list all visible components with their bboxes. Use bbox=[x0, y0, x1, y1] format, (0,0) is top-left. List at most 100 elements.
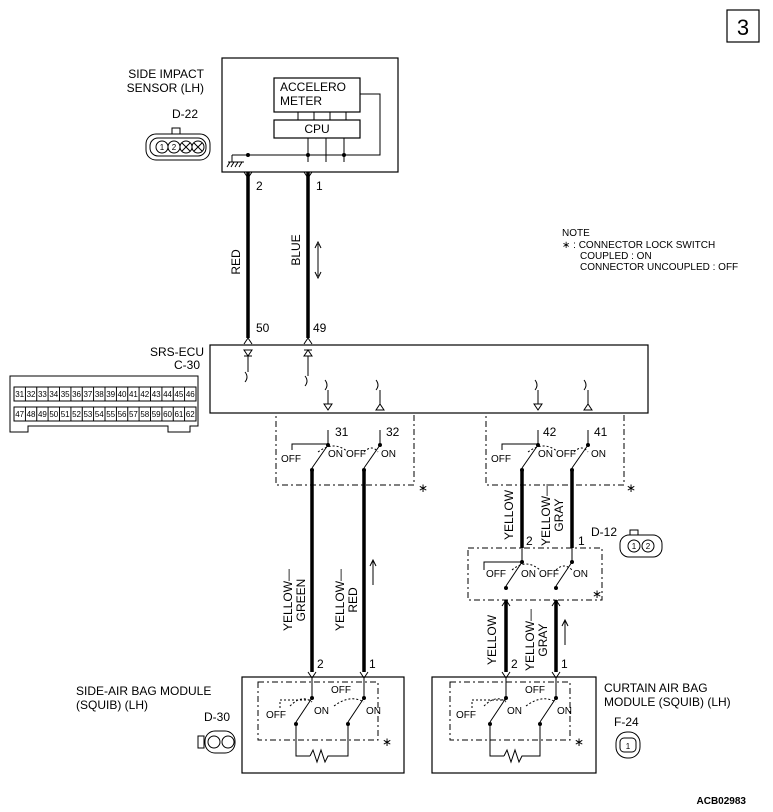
c30-pin-label: 46 bbox=[186, 390, 195, 399]
arrow-up-icon bbox=[561, 618, 569, 645]
svg-text:YELLOW—: YELLOW— bbox=[281, 569, 295, 631]
side-module-title-2: (SQUIB) (LH) bbox=[76, 698, 148, 712]
c30-pin-label: 32 bbox=[27, 390, 36, 399]
ground-icon bbox=[226, 161, 244, 168]
svg-text:2: 2 bbox=[511, 657, 518, 671]
svg-text:OFF: OFF bbox=[346, 449, 366, 460]
side-module-title-1: SIDE-AIR BAG MODULE bbox=[76, 684, 211, 698]
cpu-box bbox=[273, 119, 361, 139]
c30-pin-cell bbox=[184, 406, 197, 422]
c30-pin-label: 50 bbox=[49, 410, 58, 419]
side-module-box bbox=[241, 676, 405, 774]
c30-pin-label: 60 bbox=[163, 410, 172, 419]
squib-resistor-icon bbox=[309, 748, 330, 764]
svg-text:GRAY: GRAY bbox=[552, 498, 566, 531]
accelerometer-label-2: METER bbox=[280, 94, 322, 108]
c30-pin-label: 54 bbox=[95, 410, 104, 419]
svg-text:ON: ON bbox=[521, 569, 536, 580]
svg-text:2: 2 bbox=[526, 534, 533, 548]
svg-text:1: 1 bbox=[632, 542, 637, 551]
c30-pin-label: 56 bbox=[118, 410, 127, 419]
arrow-up-icon bbox=[369, 558, 377, 585]
svg-text:ON: ON bbox=[507, 706, 522, 717]
wire-red-label: RED bbox=[229, 249, 243, 275]
c30-pin-label: 61 bbox=[174, 410, 183, 419]
svg-text:2: 2 bbox=[646, 542, 651, 551]
c30-pin-label: 58 bbox=[140, 410, 149, 419]
page-number: 3 bbox=[737, 15, 749, 40]
sensor-box bbox=[221, 57, 399, 173]
svg-text:ON: ON bbox=[314, 706, 329, 717]
svg-text:∗: ∗ bbox=[418, 481, 428, 495]
note-line-1: ∗ : CONNECTOR LOCK SWITCH bbox=[562, 240, 715, 251]
ecu-pin-32: 32 bbox=[386, 425, 400, 439]
c30-pin-label: 51 bbox=[61, 410, 70, 419]
note-line-3: CONNECTOR UNCOUPLED : OFF bbox=[580, 262, 738, 273]
curtain-module-connector-label: F-24 bbox=[614, 715, 639, 729]
svg-text:YELLOW—: YELLOW— bbox=[523, 609, 537, 671]
c30-pin-label: 31 bbox=[15, 390, 24, 399]
cpu-label: CPU bbox=[304, 122, 329, 136]
d12-lock-switch bbox=[467, 547, 603, 601]
sensor-pin-1: 1 bbox=[316, 179, 323, 193]
svg-text:ON: ON bbox=[591, 449, 606, 460]
svg-text:∗: ∗ bbox=[574, 735, 584, 749]
ecu-pin-49: 49 bbox=[313, 321, 327, 335]
svg-text:1: 1 bbox=[578, 534, 585, 548]
svg-text:OFF: OFF bbox=[539, 569, 559, 580]
c30-pin-label: 43 bbox=[152, 390, 161, 399]
side-module-connector-label: D-30 bbox=[204, 710, 230, 724]
svg-text:ON: ON bbox=[573, 569, 588, 580]
svg-text:2: 2 bbox=[317, 657, 324, 671]
svg-text:1: 1 bbox=[561, 657, 568, 671]
curtain-module-title-2: MODULE (SQUIB) (LH) bbox=[604, 695, 731, 709]
d12-connector-label: D-12 bbox=[591, 525, 617, 539]
svg-text:ON: ON bbox=[557, 706, 572, 717]
sensor-connector-label: D-22 bbox=[172, 107, 198, 121]
svg-text:OFF: OFF bbox=[281, 454, 301, 465]
svg-text:GREEN: GREEN bbox=[294, 579, 308, 622]
c30-pin-label: 34 bbox=[49, 390, 58, 399]
ecu-pin-42: 42 bbox=[543, 425, 557, 439]
sensor-title-1: SIDE IMPACT bbox=[128, 67, 204, 81]
ecu-pin-41: 41 bbox=[594, 425, 608, 439]
lock-switch-right bbox=[485, 412, 625, 486]
c30-pin-label: 38 bbox=[95, 390, 104, 399]
svg-text:OFF: OFF bbox=[486, 569, 506, 580]
note-line-2: COUPLED : ON bbox=[580, 251, 652, 262]
c30-pin-label: 52 bbox=[72, 410, 81, 419]
c30-pin-label: 57 bbox=[129, 410, 138, 419]
svg-text:OFF: OFF bbox=[525, 685, 545, 696]
c30-pin-label: 55 bbox=[106, 410, 115, 419]
svg-text:OFF: OFF bbox=[456, 710, 476, 721]
c30-pin-label: 53 bbox=[83, 410, 92, 419]
wire-blue-label: BLUE bbox=[289, 234, 303, 265]
c30-pin-cell bbox=[184, 386, 197, 402]
svg-text:RED: RED bbox=[346, 587, 360, 613]
squib-resistor-icon bbox=[503, 748, 524, 764]
svg-text:1: 1 bbox=[626, 742, 631, 751]
svg-text:2: 2 bbox=[172, 143, 177, 152]
c30-pin-label: 37 bbox=[83, 390, 92, 399]
svg-text:OFF: OFF bbox=[331, 685, 351, 696]
d12-connector-icon: 1 2 bbox=[619, 529, 663, 558]
svg-text:ON: ON bbox=[328, 449, 343, 460]
c30-pin-label: 42 bbox=[140, 390, 149, 399]
svg-text:∗: ∗ bbox=[592, 587, 602, 601]
d30-connector-icon bbox=[197, 730, 236, 754]
svg-text:1: 1 bbox=[160, 143, 165, 152]
lock-switch-left bbox=[275, 412, 415, 486]
curtain-module-box bbox=[431, 676, 597, 774]
svg-text:1: 1 bbox=[369, 657, 376, 671]
svg-text:YELLOW: YELLOW bbox=[485, 614, 499, 665]
c30-pin-label: 47 bbox=[15, 410, 24, 419]
ecu-pin-31: 31 bbox=[335, 425, 349, 439]
c30-pin-label: 48 bbox=[27, 410, 36, 419]
c30-pin-label: 49 bbox=[38, 410, 47, 419]
ecu-title: SRS-ECU bbox=[150, 345, 204, 359]
note-title: NOTE bbox=[562, 228, 590, 239]
svg-text:OFF: OFF bbox=[491, 454, 511, 465]
svg-text:ON: ON bbox=[381, 449, 396, 460]
